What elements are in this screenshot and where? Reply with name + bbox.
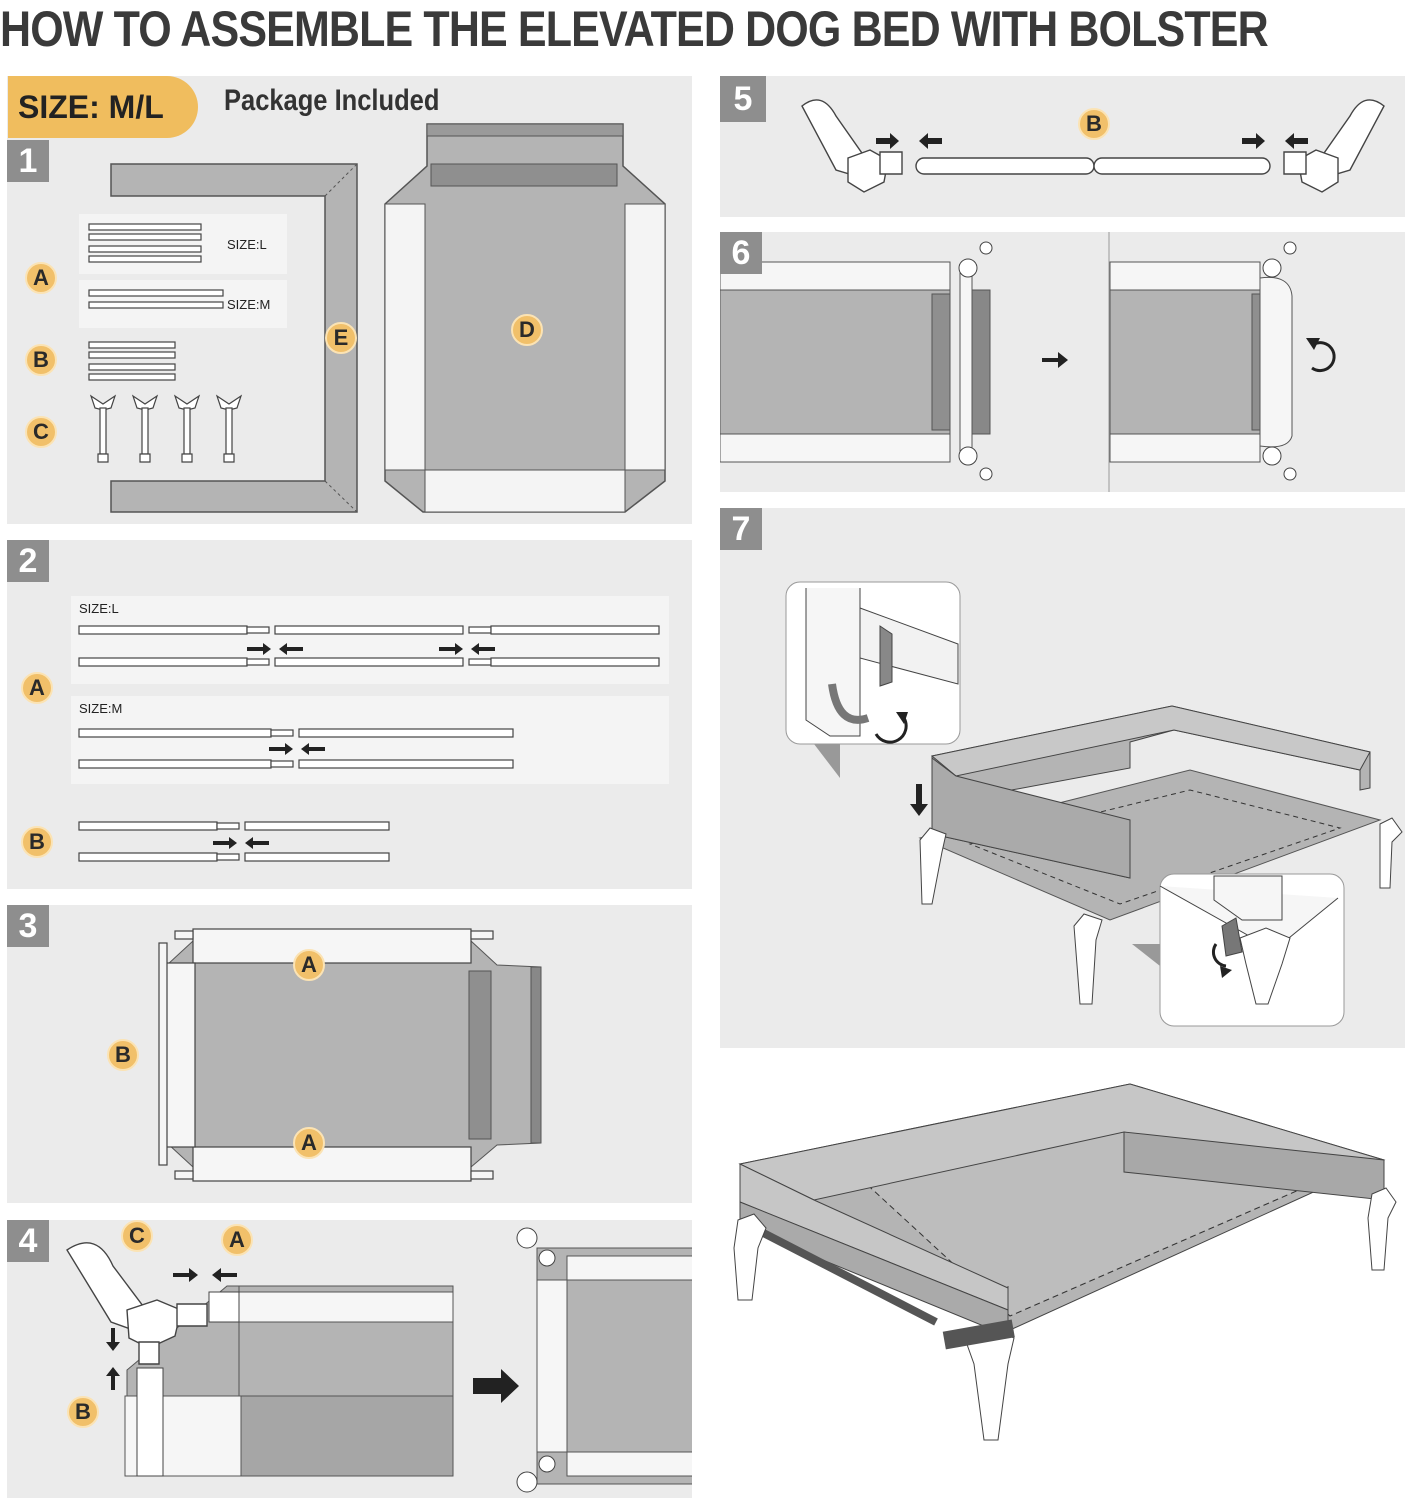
step-number-3: 3 [7, 905, 49, 947]
part-e-badge: E [325, 322, 357, 354]
step-1-panel: 1 SIZE:L SIZE:M A B C E D [7, 76, 692, 524]
step-number-5: 5 [720, 76, 766, 122]
rod-connection-illustration [71, 596, 669, 862]
size-l-label-step2: SIZE:L [79, 601, 119, 616]
step-number-7: 7 [720, 508, 762, 550]
size-l-label: SIZE:L [227, 237, 267, 252]
assembled-bed-illustration [733, 1083, 1397, 1441]
step-6-panel: 6 [720, 232, 1405, 492]
part-c-badge-step4: C [121, 1220, 153, 1252]
part-b-badge-step5: B [1078, 108, 1110, 140]
leg-attachment-illustration [66, 1227, 692, 1493]
size-tag: SIZE: M/L [8, 76, 198, 138]
bolster-attachment-illustration [785, 581, 1403, 1027]
leg-rod-connection-illustration [801, 99, 1385, 193]
part-a-badge-step2: A [21, 672, 53, 704]
step-3-panel: 3 A A B [7, 905, 692, 1203]
part-a-badge-step4: A [221, 1224, 253, 1256]
fabric-fold-illustration [720, 232, 1336, 492]
step-7-panel: 7 [720, 508, 1405, 1048]
part-a-badge-top: A [293, 949, 325, 981]
part-b-badge-step2: B [21, 826, 53, 858]
step-number-2: 2 [7, 540, 49, 582]
step-4-panel: 4 C A B [7, 1220, 692, 1498]
package-parts-illustration [79, 123, 666, 513]
part-a-badge-bottom: A [293, 1127, 325, 1159]
part-d-badge: D [511, 314, 543, 346]
part-b-badge-step4: B [67, 1396, 99, 1428]
step-5-panel: 5 B [720, 76, 1405, 217]
page-title: HOW TO ASSEMBLE THE ELEVATED DOG BED WIT… [0, 1, 1269, 57]
part-b-badge-step3: B [107, 1039, 139, 1071]
step-number-4: 4 [7, 1220, 49, 1262]
step-number-1: 1 [7, 140, 49, 182]
part-c-badge: C [25, 416, 57, 448]
part-b-badge: B [25, 344, 57, 376]
size-m-label-step2: SIZE:M [79, 701, 123, 716]
frame-insertion-illustration [158, 928, 542, 1182]
size-m-label: SIZE:M [227, 297, 271, 312]
step-number-6: 6 [720, 232, 762, 274]
package-included-label: Package Included [224, 84, 440, 117]
step-2-panel: 2 SIZE:L SIZE:M A B [7, 540, 692, 889]
part-a-badge: A [25, 262, 57, 294]
